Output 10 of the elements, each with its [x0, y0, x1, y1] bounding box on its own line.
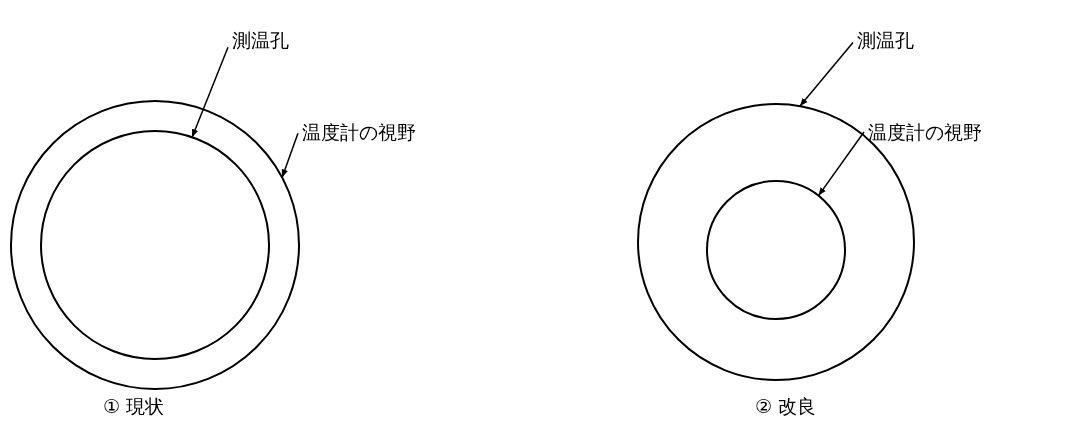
leader-arrow	[191, 46, 229, 138]
callout-label: 温度計の視野	[302, 120, 416, 144]
figure-caption: ① 現状	[103, 394, 165, 419]
leader-arrow	[281, 132, 299, 179]
leader-arrow	[799, 41, 854, 107]
figure-caption: ② 改良	[755, 394, 817, 419]
leader-arrow	[817, 131, 865, 197]
callout-label: 測温孔	[857, 28, 914, 52]
callout-label: 温度計の視野	[868, 120, 982, 144]
callout-label: 測温孔	[232, 28, 289, 52]
